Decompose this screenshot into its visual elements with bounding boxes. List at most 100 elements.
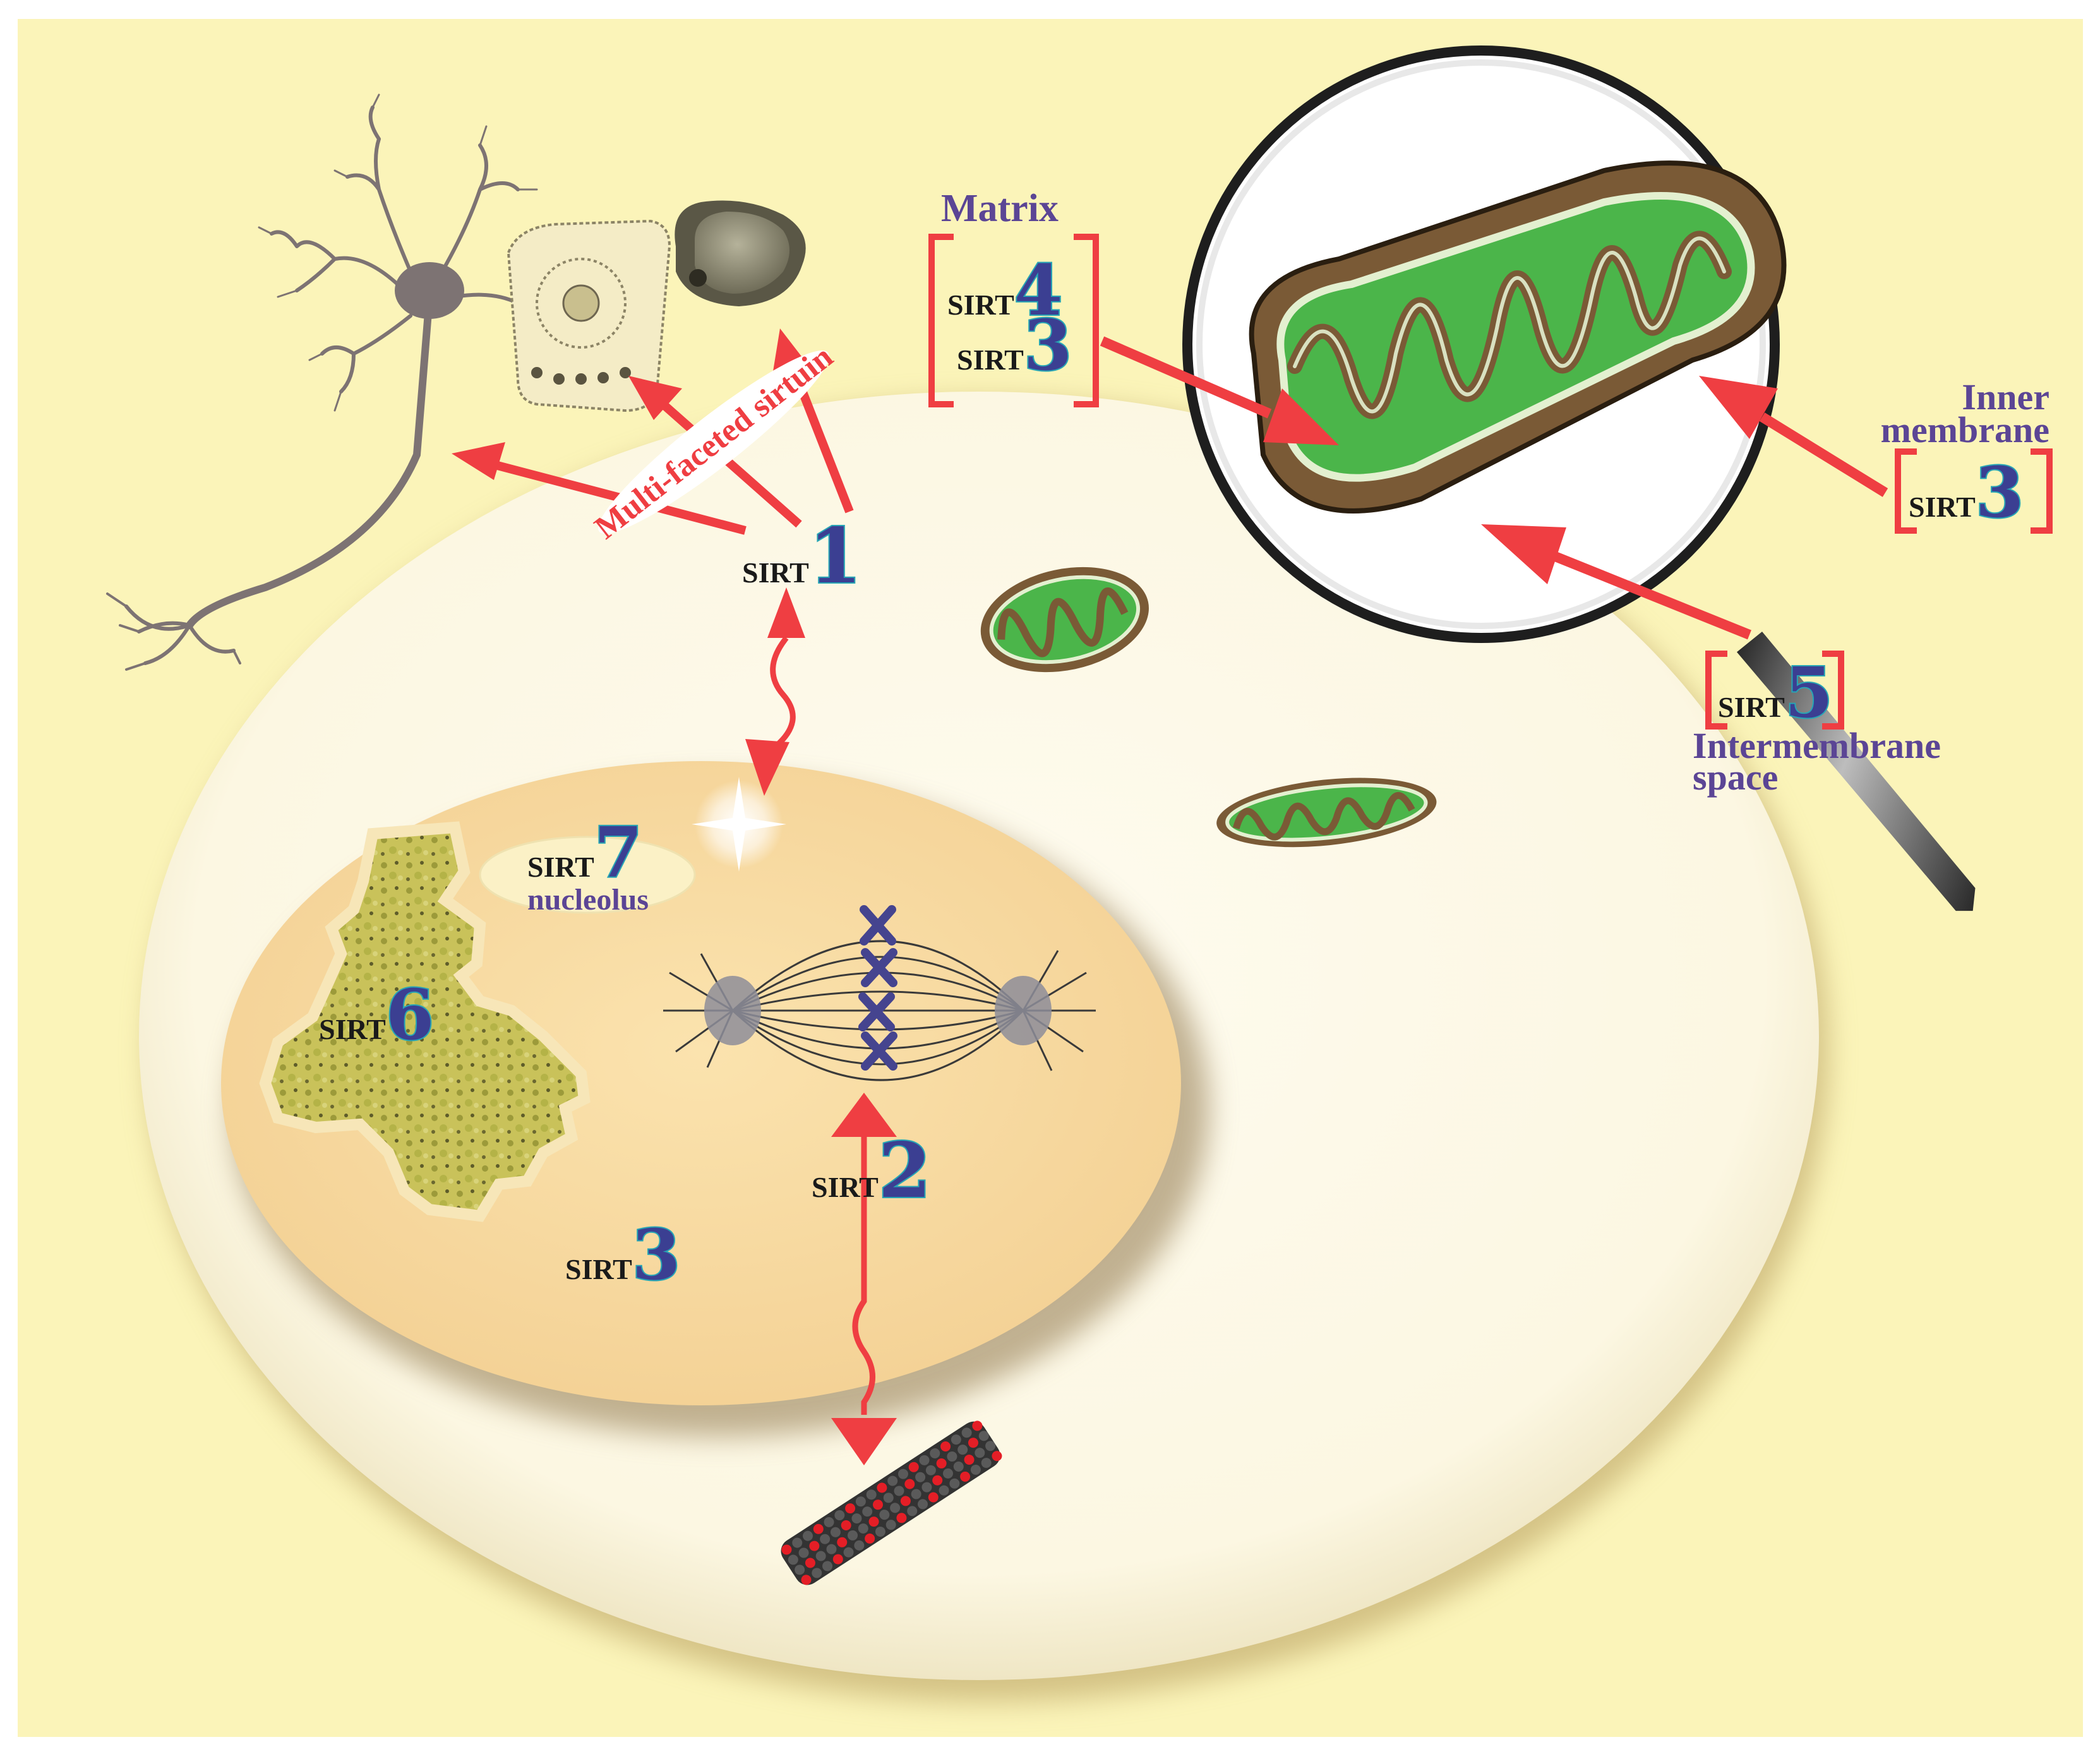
microtubule-bead	[921, 1482, 932, 1493]
microtubule-bead	[826, 1544, 837, 1554]
arrow-sirt1-epithelial	[628, 376, 802, 528]
microtubule-bead	[951, 1434, 961, 1445]
sirt5-label: SIRT5	[1718, 652, 1833, 733]
microtubule-bead	[866, 1489, 877, 1500]
intermembrane-bracket	[1705, 651, 1844, 730]
microtubule-bead	[837, 1537, 848, 1547]
microtubule-bead	[936, 1458, 947, 1469]
sirt3-inner-label: SIRT3	[1909, 452, 2024, 533]
microtubule-bead	[834, 1510, 845, 1520]
inner-membrane-bracket	[1895, 448, 2053, 534]
microtubule-bead	[947, 1451, 957, 1462]
arrow-matrix	[1100, 336, 1339, 445]
microtubule-bead	[848, 1530, 858, 1541]
microtubule-bead	[919, 1455, 930, 1465]
microtubule-bead	[915, 1472, 926, 1482]
microtubule-bead	[925, 1465, 936, 1475]
microtubule-bead	[858, 1523, 868, 1534]
sirt1-label: SIRT1	[742, 512, 861, 601]
arrow-sirt1-nucleus	[745, 587, 805, 796]
microtubule-bead	[970, 1464, 981, 1475]
arrow-intermembrane	[1481, 524, 1751, 640]
nucleolus-label: nucleolus	[527, 883, 649, 916]
microtubule-bead	[978, 1431, 989, 1441]
matrix-bracket	[928, 234, 1099, 407]
microtubule-bead	[879, 1510, 890, 1520]
microtubule-bead	[801, 1575, 812, 1585]
microtubule-bead	[957, 1445, 968, 1455]
microtubule-bead	[873, 1499, 884, 1510]
microtubule-bead	[930, 1448, 940, 1458]
mitochondrion-icon	[980, 567, 1149, 673]
sirt6-label: SIRT6	[319, 974, 434, 1055]
arrows	[452, 328, 1888, 1465]
sirt3-matrix-label: SIRT3	[957, 304, 1072, 386]
mitochondrion-icon	[1216, 778, 1437, 848]
inner-membrane-label-line2: membrane	[1881, 409, 2049, 450]
microtubule-bead	[795, 1565, 805, 1575]
microtubule-bead	[961, 1427, 972, 1438]
microtubule-bead	[900, 1496, 911, 1506]
microtubule-bead	[981, 1458, 992, 1469]
mitochondrion-magnified	[1249, 160, 1787, 514]
microtubule-bead	[812, 1568, 822, 1578]
centrosome-left	[704, 976, 761, 1045]
microtubule-bead	[832, 1554, 843, 1565]
microtubule-bead	[942, 1468, 953, 1479]
microtubule-bead	[885, 1520, 896, 1530]
microtubule-bead	[972, 1421, 983, 1431]
arrow-inner-membrane	[1699, 376, 1888, 497]
microtubule-bead	[960, 1471, 971, 1482]
microtubule-bead	[877, 1482, 887, 1493]
microtubule-bead	[781, 1544, 792, 1555]
microtubule-bead	[911, 1489, 921, 1499]
arrow-sirt2-spindle	[831, 1093, 897, 1465]
sirt4-label: SIRT4	[947, 249, 1062, 331]
microtubule-bead	[854, 1540, 865, 1551]
chromosomes	[858, 905, 897, 1071]
sirt3-nucleus-label: SIRT3	[565, 1214, 680, 1295]
microtubule-bead	[907, 1506, 918, 1517]
microtubule-bead	[887, 1475, 898, 1486]
matrix-label: Matrix	[941, 187, 1059, 230]
microtubule-bead	[890, 1503, 901, 1513]
centrosome-sparkle-icon	[692, 777, 786, 872]
microtubule-bead	[822, 1561, 833, 1571]
centrosome-right	[995, 976, 1052, 1045]
microtubule-bead	[932, 1475, 943, 1486]
microtubule-bead	[815, 1551, 826, 1561]
microtubule-bead	[908, 1462, 919, 1472]
microtubule-bead	[896, 1513, 907, 1523]
microtubule-bead	[845, 1503, 856, 1514]
microtubule-bead	[792, 1537, 803, 1548]
sirt7-label: SIRT7	[527, 812, 642, 893]
microtubule-bead	[904, 1479, 915, 1489]
intermembrane-label-line2: space	[1693, 757, 1778, 798]
microtubule-bead	[992, 1451, 1002, 1462]
microtubule-bead	[928, 1492, 939, 1503]
microtubule-bead	[820, 1534, 831, 1544]
microtubule-bead	[803, 1530, 813, 1541]
nucleolus	[479, 836, 696, 914]
microtubule-icon	[781, 1421, 1002, 1585]
microtubule-bead	[862, 1506, 873, 1517]
microtubule-bead	[918, 1499, 928, 1510]
microtubule-bead	[843, 1547, 854, 1558]
microtubule-bead	[939, 1485, 949, 1496]
sirt2-label: SIRT2	[812, 1126, 931, 1215]
microtubule-bead	[883, 1493, 894, 1503]
microtubule-bead	[865, 1533, 875, 1544]
microtubule-bead	[841, 1520, 851, 1530]
microtubule-bead	[894, 1486, 904, 1496]
microtubule-bead	[855, 1496, 866, 1507]
microtubule-bead	[788, 1554, 798, 1565]
microtubule-bead	[897, 1469, 908, 1479]
microtubule-bead	[830, 1527, 841, 1537]
microtubule-bead	[940, 1441, 951, 1452]
microtubule-bead	[975, 1448, 985, 1458]
stem-cell-icon	[675, 200, 806, 306]
microtubule-bead	[875, 1527, 885, 1537]
microtubule-bead	[953, 1461, 964, 1472]
microtubule-bead	[809, 1541, 820, 1551]
